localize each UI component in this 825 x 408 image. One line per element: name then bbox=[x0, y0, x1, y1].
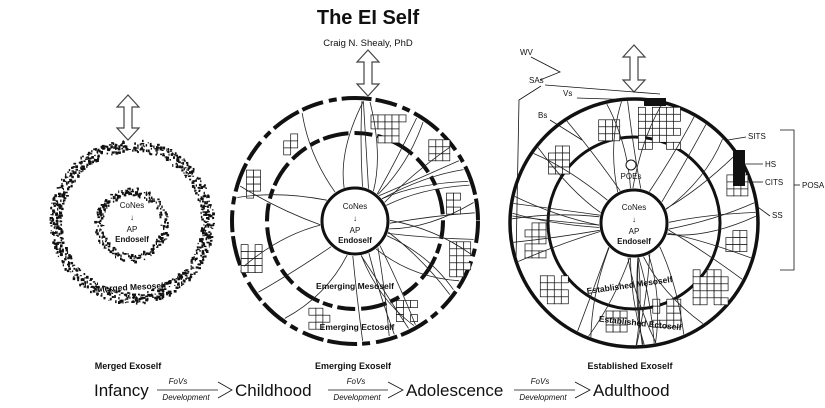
author-credit: Craig N. Shealy, PhD bbox=[323, 38, 413, 49]
diagram-merged: CoNes ↓ AP Endoself Merged Mesoself bbox=[50, 95, 215, 305]
established-exoself-label: Established Exoself bbox=[587, 361, 673, 371]
fovs-label: FoVs bbox=[531, 377, 550, 386]
merged-mesoself-label: Merged Mesoself bbox=[97, 280, 167, 294]
timeline: Merged Exoself Emerging Exoself Establis… bbox=[94, 361, 674, 402]
development-label: Development bbox=[519, 393, 567, 402]
sas-label: SAs bbox=[529, 76, 544, 85]
double-arrow-icon bbox=[117, 95, 139, 140]
endoself-label: Endoself bbox=[617, 237, 651, 246]
vs-block bbox=[644, 98, 666, 106]
stage-infancy: Infancy bbox=[94, 381, 149, 400]
cones-label: CoNes bbox=[120, 201, 144, 210]
posa-label: POSA bbox=[802, 181, 825, 190]
merged-mesoself-ring bbox=[50, 140, 215, 305]
stage-childhood: Childhood bbox=[235, 381, 312, 400]
hs-label: HS bbox=[765, 160, 776, 169]
page-title: The EI Self bbox=[317, 7, 420, 29]
endoself-label: Endoself bbox=[338, 236, 372, 245]
poes-node bbox=[626, 160, 636, 170]
down-arrow-icon: ↓ bbox=[130, 213, 134, 222]
ap-label: AP bbox=[629, 227, 640, 236]
double-arrow-icon bbox=[623, 45, 645, 92]
merged-exoself-label: Merged Exoself bbox=[95, 361, 163, 371]
development-arrow-2: FoVs Development bbox=[328, 377, 403, 402]
stage-adolescence: Adolescence bbox=[406, 381, 503, 400]
down-arrow-icon: ↓ bbox=[632, 215, 636, 224]
development-label: Development bbox=[333, 393, 381, 402]
poes-label: POEs bbox=[621, 172, 642, 181]
established-grid-blocks bbox=[525, 107, 748, 332]
vs-label: Vs bbox=[563, 89, 572, 98]
hs-block bbox=[733, 150, 745, 186]
ap-label: AP bbox=[127, 225, 138, 234]
stage-adulthood: Adulthood bbox=[593, 381, 670, 400]
development-arrow-1: FoVs Development bbox=[157, 377, 232, 402]
development-arrow-3: FoVs Development bbox=[514, 377, 590, 402]
bs-label: Bs bbox=[538, 111, 547, 120]
emerging-mesoself-label: Emerging Mesoself bbox=[316, 281, 394, 291]
endoself-label: Endoself bbox=[115, 235, 149, 244]
emerging-exoself-label: Emerging Exoself bbox=[315, 361, 392, 371]
fovs-label: FoVs bbox=[347, 377, 366, 386]
cones-label: CoNes bbox=[622, 203, 646, 212]
diagram-established: POEs CoNes ↓ AP Endoself Established Mes… bbox=[510, 45, 825, 347]
wv-label: WV bbox=[520, 48, 534, 57]
ss-label: SS bbox=[772, 211, 783, 220]
fovs-label: FoVs bbox=[169, 377, 188, 386]
diagram-emerging: CoNes ↓ AP Endoself Emerging Mesoself Em… bbox=[232, 50, 478, 344]
cones-label: CoNes bbox=[343, 202, 367, 211]
double-arrow-icon bbox=[357, 50, 379, 96]
emerging-ectoself-label: Emerging Ectoself bbox=[320, 322, 395, 332]
sits-label: SITS bbox=[748, 132, 766, 141]
cits-label: CITS bbox=[765, 178, 783, 187]
development-label: Development bbox=[162, 393, 210, 402]
down-arrow-icon: ↓ bbox=[353, 214, 357, 223]
ap-label: AP bbox=[350, 226, 361, 235]
